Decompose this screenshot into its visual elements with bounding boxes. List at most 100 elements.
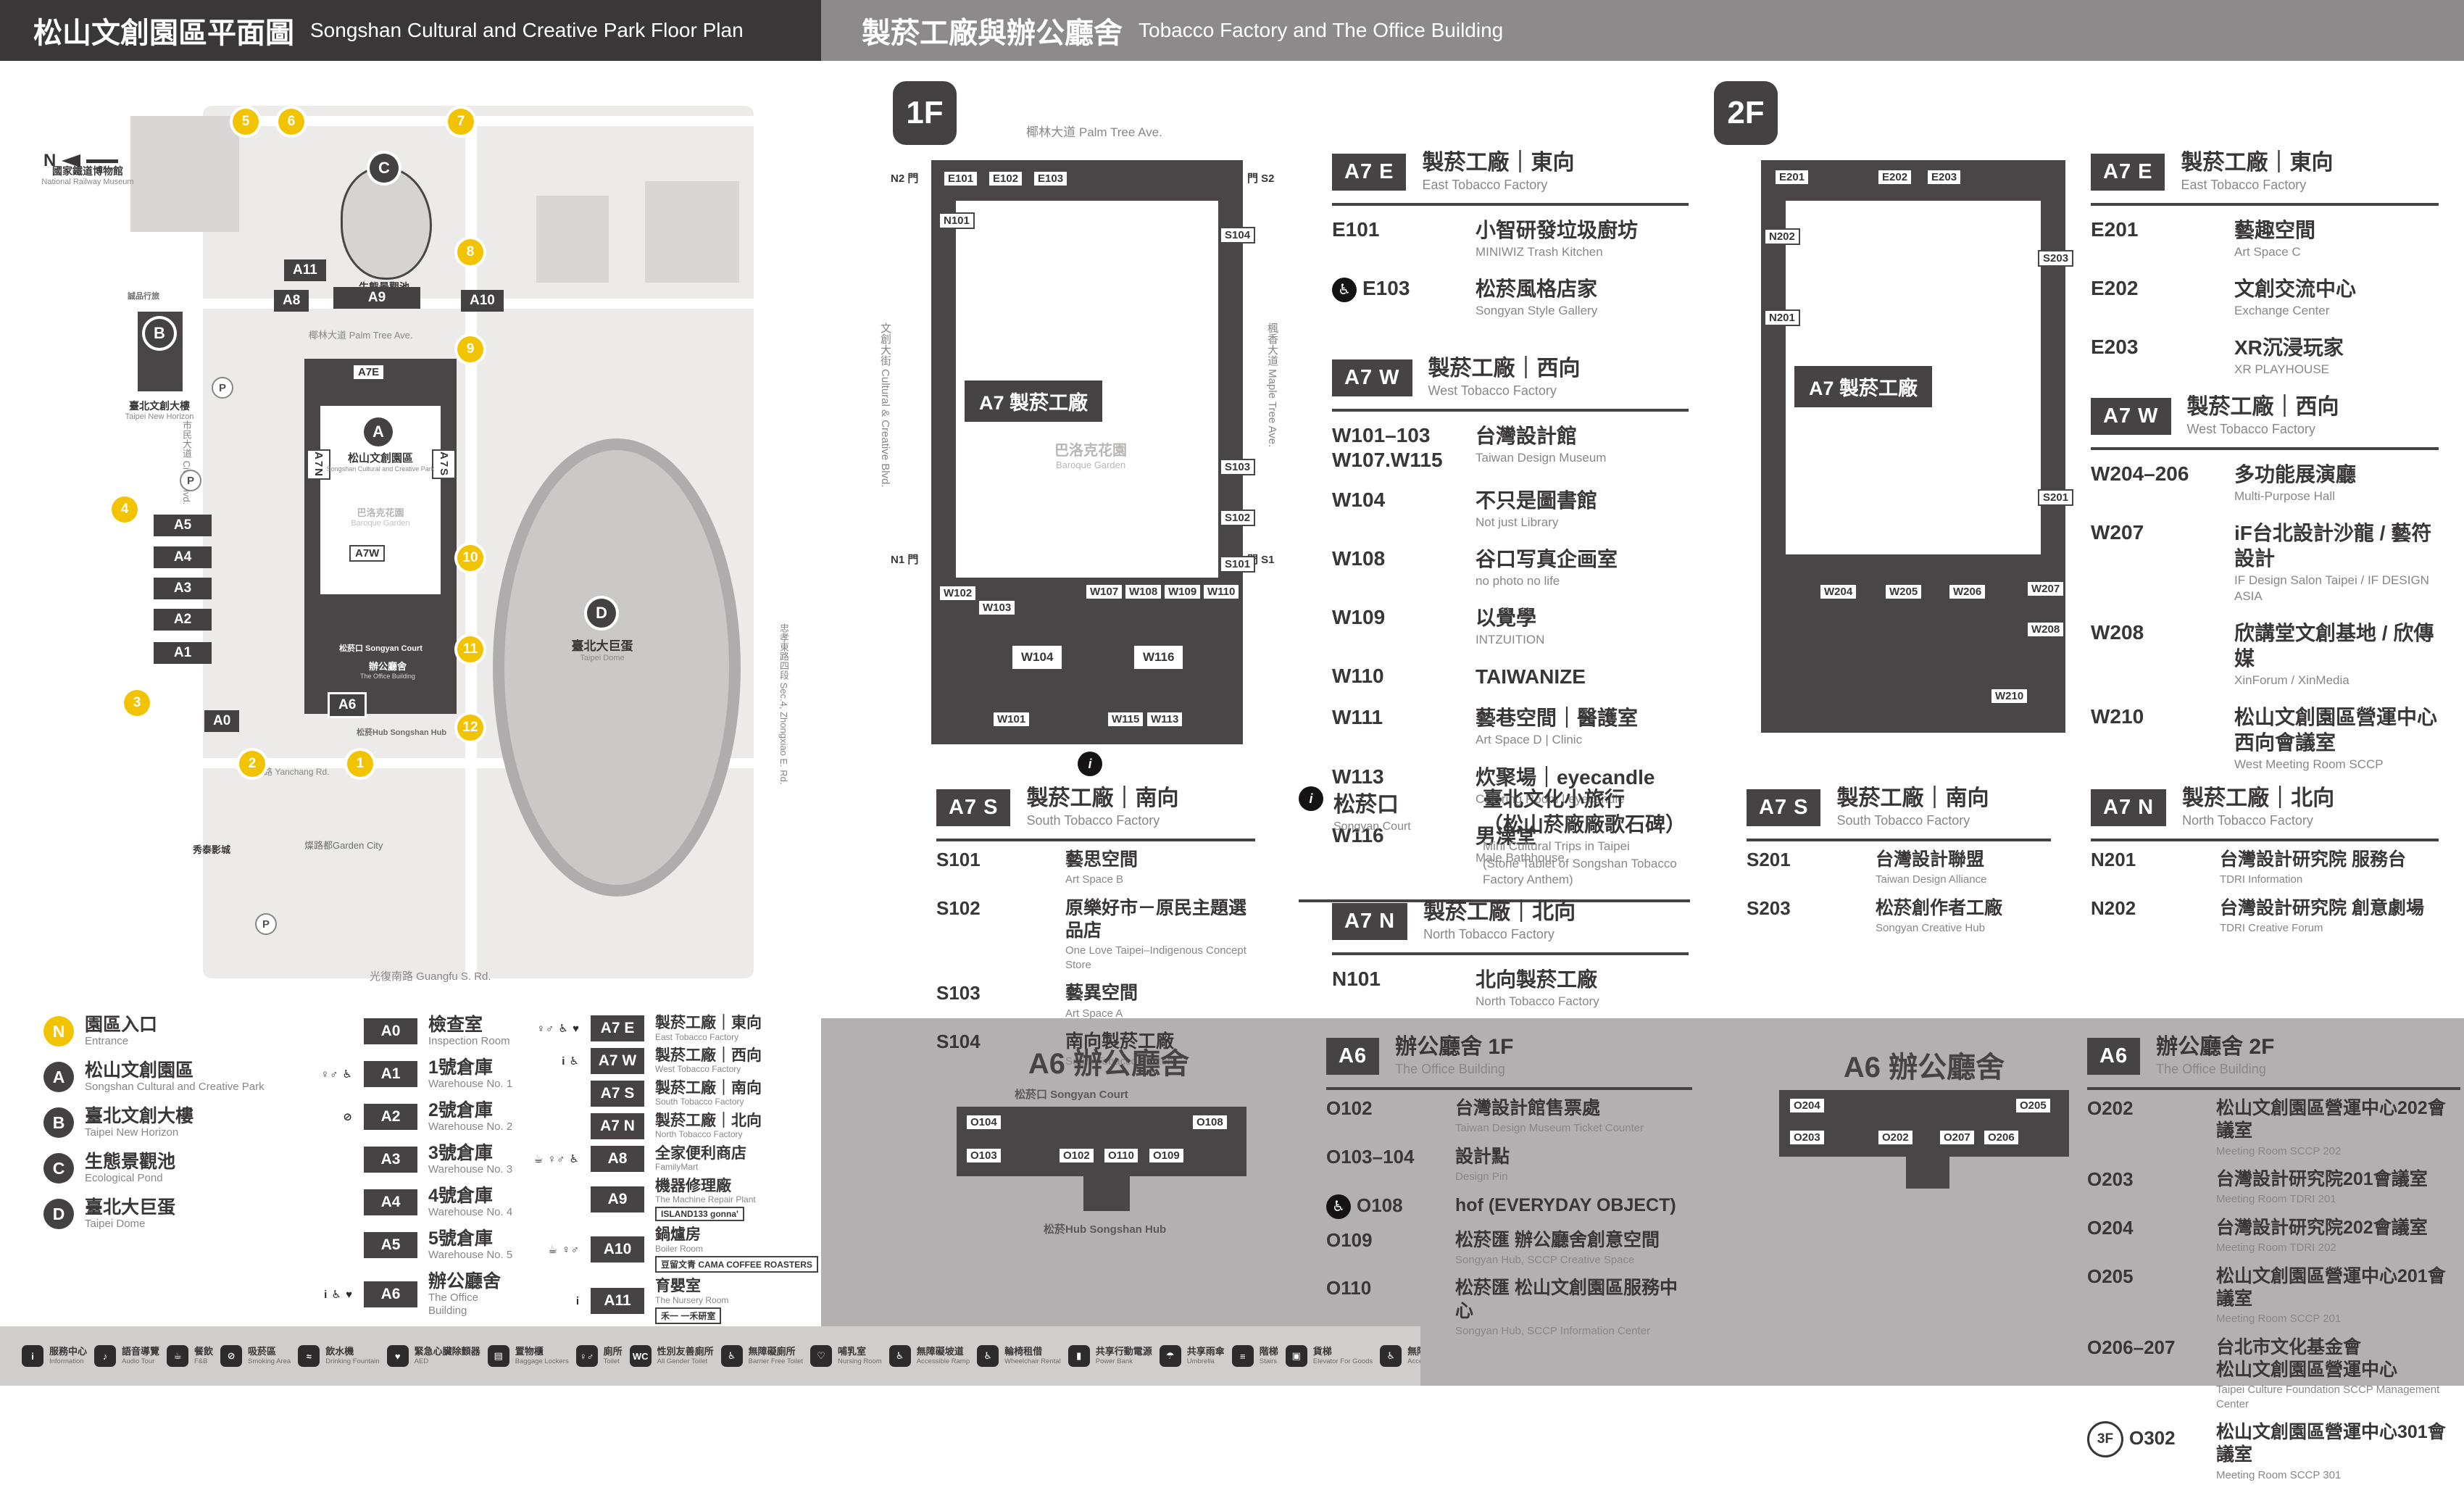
person-icon: i [1299,786,1323,811]
facility-item: ♿ 輪椅租借 Wheelchair Rental [977,1345,1061,1367]
room-name-zh: iF台北設計沙龍 / 藝符設計 [2234,522,2432,570]
road [203,116,754,126]
section-a7n-1f: A7 N 製菸工廠｜北向 North Tobacco Factory N101 … [1332,900,1689,1014]
office-building-label: 辦公廳舍 The Office Building [360,661,415,680]
room-name-zh: 南向製菸工廠 [1065,1031,1175,1052]
room-code: E202 [2091,277,2139,300]
south-wing-wall [1761,554,2065,733]
room-w210: W210 [1990,688,2029,705]
room-list-item: E101 小智研發垃圾廚坊 MINIWIZ Trash Kitchen [1332,206,1689,265]
room-list-item: W116 男澡堂 Male Bathhouse [1332,812,1689,870]
room-e202: E202 [1877,169,1913,186]
room-code: W109 [1332,606,1386,629]
entrance-circle-9: 9 [457,336,483,362]
building-code-badge: A6 [364,1281,417,1307]
room-e103: E103 [1033,170,1069,188]
room-code: O103–104 [1326,1145,1415,1168]
room-code: W207 [2091,521,2144,544]
room-name-zh: 台灣設計研究院 服務台 [2220,849,2406,870]
map-chip-a7w: A7W [349,545,386,562]
left-header: 松山文創園區平面圖 Songshan Cultural and Creative… [0,0,821,61]
legend-building-item: A0 檢查室 Inspection Room [301,1015,518,1048]
place-marker-icon: B [43,1107,74,1138]
room-o205: O205 [2015,1097,2052,1115]
right-title-en: Tobacco Factory and The Office Building [1139,19,1504,41]
facility-item: ♿ 無障礙坡道 Accessible Ramp [888,1345,970,1367]
railway-museum-block [130,116,239,232]
yanchang-rd-label: 菸廠路 Yanchang Rd. [246,767,330,777]
section-badge: A7 S [1747,789,1821,826]
facility-icon: ≡ [1231,1345,1254,1367]
facility-icon: ♿ [1380,1345,1402,1367]
section-badge: A6 [1326,1037,1380,1075]
building-tag-a7: A7 製菸工廠 [965,380,1103,422]
entrance-circle-4: 4 [112,496,138,523]
building-code-badge: A7 W [591,1047,644,1074]
room-name-zh: TAIWANIZE [1476,665,1586,689]
marker-d: D [587,599,616,628]
facility-icon: ♿ [888,1345,911,1367]
room-w116: W116 [1133,644,1185,670]
room-o109: O109 [1148,1147,1185,1165]
room-name-en: TDRI Information [2220,873,2303,886]
facility-icon: ▮ [1067,1345,1090,1367]
room-name-zh: 松山文創園區營運中心 [2234,706,2438,729]
room-list-item: W113 炊聚場｜eyecandle Catering Room | eyeca… [1332,753,1689,812]
map-chip-a7n: A7N [307,449,330,481]
tenant-tag: ISLAND133 gonna' [655,1207,744,1222]
street-right-label: 楓香大道 Maple Tree Ave. [1266,323,1278,448]
room-code: N202 [2091,897,2136,919]
parking-icon: P [255,913,277,935]
a6-plan-2f: A6 辦公廳舍 O204 O205 O203 O202 O207 O206 [1768,1044,2080,1218]
room-name-en: One Love Taipei–Indigenous Concept Store [1065,944,1246,971]
building-block [536,196,609,283]
room-code: ♿E103 [1332,276,1470,302]
entrance-circle-10: 10 [457,545,483,571]
park-overview-map: N 國家鐵道博物館 National Railway Museum C 生態景觀… [29,72,812,983]
left-title-en: Songshan Cultural and Creative Park Floo… [310,19,744,41]
facility-icon: ▣ [1285,1345,1307,1367]
facility-icons: i ♿ [562,1055,580,1068]
building-code-badge: A11 [591,1288,644,1315]
room-w205: W205 [1884,583,1923,601]
palm-ave-label: 椰林大道 Palm Tree Ave. [309,330,413,341]
room-name-en: TDRI Creative Forum [2220,922,2323,934]
room-list-item: W208 欣講堂文創基地 / 欣傳媒 XinForum / XinMedia [2091,609,2439,693]
wheelchair-icon: ♿ [1332,277,1357,302]
facility-item: ▣ 貨梯 Elevator For Goods [1285,1345,1373,1367]
building-block [645,181,739,283]
facility-item: ☕ 餐飲 F&B [167,1345,213,1367]
room-name-en: INTZUITION [1476,633,1545,647]
room-name-zh: 台灣設計館 [1476,425,1578,447]
facility-item: ☂ 共享雨傘 Umbrella [1159,1345,1225,1367]
new-horizon-label: 臺北文創大樓 Taipei New Horizon [125,400,194,421]
room-name-en: Taipei Culture Foundation SCCP Managemen… [2216,1384,2440,1410]
room-s104: S104 [1220,227,1256,244]
facility-item: ♿ 無障礙廁所 Barrier Free Toilet [720,1345,803,1367]
facility-icons: ☕ ♀♂ [547,1244,580,1257]
room-code: O205 [2087,1265,2134,1287]
taipei-dome-shape [493,438,741,897]
facility-icons: ☕ ♀♂ ♿ [533,1152,580,1165]
room-name-en: XR PLAYHOUSE [2234,362,2330,377]
room-code: S203 [1747,897,1791,919]
room-name-en: Taiwan Design Museum [1476,451,1607,465]
room-name-en: South Tobacco Factory [1065,1055,1177,1068]
building-code-badge: A0 [364,1018,417,1044]
room-list-item: W108 谷口写真企画室 no photo no life [1332,535,1689,594]
facility-item: ♥ 緊急心臟除顫器 AED [386,1345,480,1367]
songyan-court-note: i 松菸口 Songyan Court 臺北文化小旅行 （松山菸廠廠歌石碑） M… [1299,786,1690,903]
room-name-en: Art Space D | Clinic [1476,733,1583,747]
room-name-zh: 谷口写真企画室 [1476,548,1618,571]
entrance-marker-icon: N [43,1016,74,1047]
room-name-zh: 松菸風格店家 [1476,278,1598,301]
room-list-item: W111 藝巷空間｜醫護室 Art Space D | Clinic [1332,694,1689,752]
facility-icon: i [22,1345,43,1367]
room-w204: W204 [1819,583,1858,601]
room-w101: W101 [992,711,1031,728]
section-badge: A7 N [2091,789,2167,826]
room-name-en: Meeting Room SCCP 202 [2216,1144,2342,1157]
room-list-item: E201 藝趣空間 Art Space C [2091,206,2439,265]
room-name-en: Songyan Hub, SCCP Creative Space [1455,1253,1635,1266]
